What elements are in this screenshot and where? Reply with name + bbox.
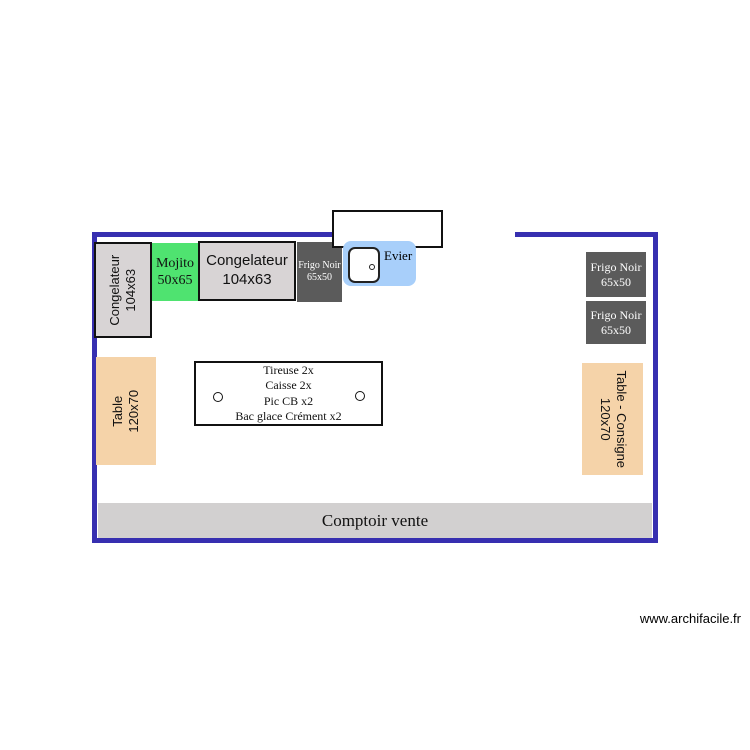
furniture-comptoir-vente[interactable]: Comptoir vente: [98, 503, 652, 538]
furniture-label: Congelateur 104x63: [206, 252, 288, 288]
furniture-mojito[interactable]: Mojito 50x65: [152, 243, 198, 301]
furniture-label: Comptoir vente: [321, 510, 429, 530]
furniture-label: Frigo Noir 65x50: [590, 259, 642, 289]
furniture-label: Table - Consigne 120x70: [597, 370, 629, 468]
furniture-congelateur-left[interactable]: Congelateur 104x63: [94, 242, 152, 338]
furniture-label: Mojito 50x65: [155, 255, 195, 289]
furniture-label: Congelateur 104x63: [106, 254, 139, 326]
furniture-congelateur-top[interactable]: Congelateur 104x63: [198, 241, 296, 301]
furniture-label: Evier: [384, 248, 413, 263]
table-screw-icon: [355, 391, 365, 401]
furniture-label: Frigo Noir 65x50: [590, 307, 642, 337]
furniture-table-consigne[interactable]: Table - Consigne 120x70: [582, 363, 643, 475]
furniture-evier[interactable]: Evier: [343, 241, 416, 286]
sink-basin-icon: [348, 247, 380, 283]
furniture-frigo-noir-top[interactable]: Frigo Noir 65x50: [297, 242, 342, 302]
center-table-contents: Tireuse 2x Caisse 2x Pic CB x2 Bac glace…: [235, 362, 342, 424]
furniture-label: Table 120x70: [109, 389, 141, 433]
furniture-center-table[interactable]: Tireuse 2x Caisse 2x Pic CB x2 Bac glace…: [194, 361, 383, 426]
furniture-frigo-noir-right-2[interactable]: Frigo Noir 65x50: [586, 301, 646, 344]
furniture-table-left[interactable]: Table 120x70: [96, 357, 156, 465]
table-screw-icon: [213, 392, 223, 402]
furniture-frigo-noir-right-1[interactable]: Frigo Noir 65x50: [586, 252, 646, 297]
wall-opening: [443, 230, 515, 242]
furniture-label: Frigo Noir 65x50: [298, 259, 341, 284]
sink-drain-icon: [369, 264, 375, 270]
archifacile-watermark: www.archifacile.fr: [639, 611, 741, 626]
